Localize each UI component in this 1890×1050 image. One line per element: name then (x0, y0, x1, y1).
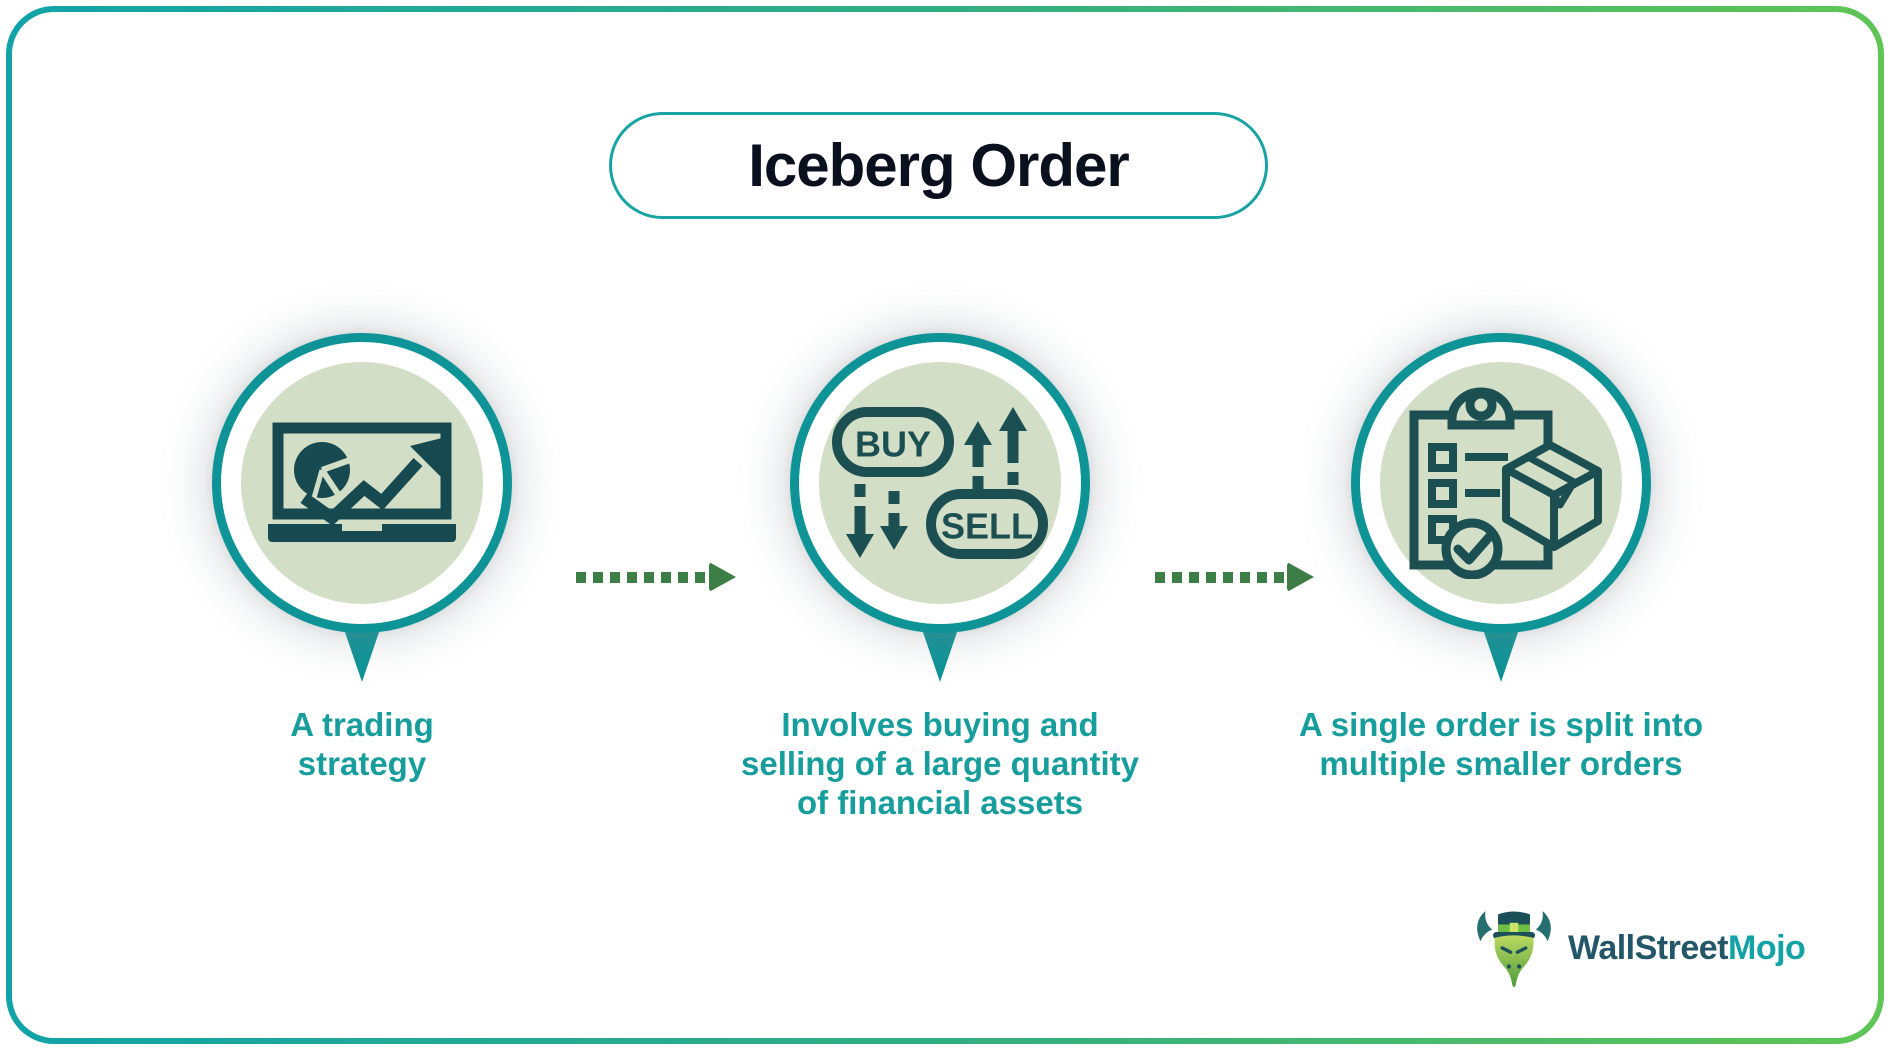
brand-name-wallstreet: WallStreet (1568, 928, 1729, 967)
page-title: Iceberg Order (748, 132, 1129, 199)
bull-mascot-icon (1477, 911, 1551, 988)
step-caption-buy-sell: Involves buying and selling of a large q… (680, 705, 1200, 822)
brand-name-mojo: Mojo (1728, 928, 1806, 967)
caption-line: Involves buying and (781, 706, 1099, 743)
sell-label: SELL (941, 506, 1033, 547)
caption-line: A trading (290, 706, 434, 743)
caption-line: selling of a large quantity (741, 745, 1139, 782)
step-caption-split-orders: A single order is split into multiple sm… (1241, 705, 1761, 783)
clipboard-package-icon (1409, 387, 1602, 579)
brand-name: WallStreetMojo (1568, 928, 1806, 968)
buy-label: BUY (855, 424, 931, 465)
step-circle-split-orders (1351, 333, 1651, 633)
caption-line: A single order is split into (1299, 706, 1703, 743)
dotted-connector (1155, 572, 1286, 583)
brand-logo: WallStreetMojo (1472, 903, 1806, 993)
step-circle-trading-strategy (212, 333, 512, 633)
dotted-connector (576, 572, 708, 583)
step-caption-trading-strategy: A trading strategy (102, 705, 622, 783)
inner-circle (819, 362, 1061, 604)
laptop-chart-icon (268, 422, 456, 542)
buy-sell-icon: BUY SELL (832, 407, 1048, 559)
caption-line: of financial assets (796, 784, 1084, 821)
arrow-head-icon (709, 562, 736, 592)
step-circle-buy-sell: BUY SELL (790, 333, 1090, 633)
caption-line: strategy (297, 745, 427, 782)
title-pill: Iceberg Order (609, 112, 1268, 219)
arrow-head-icon (1287, 562, 1314, 592)
caption-line: multiple smaller orders (1319, 745, 1683, 782)
